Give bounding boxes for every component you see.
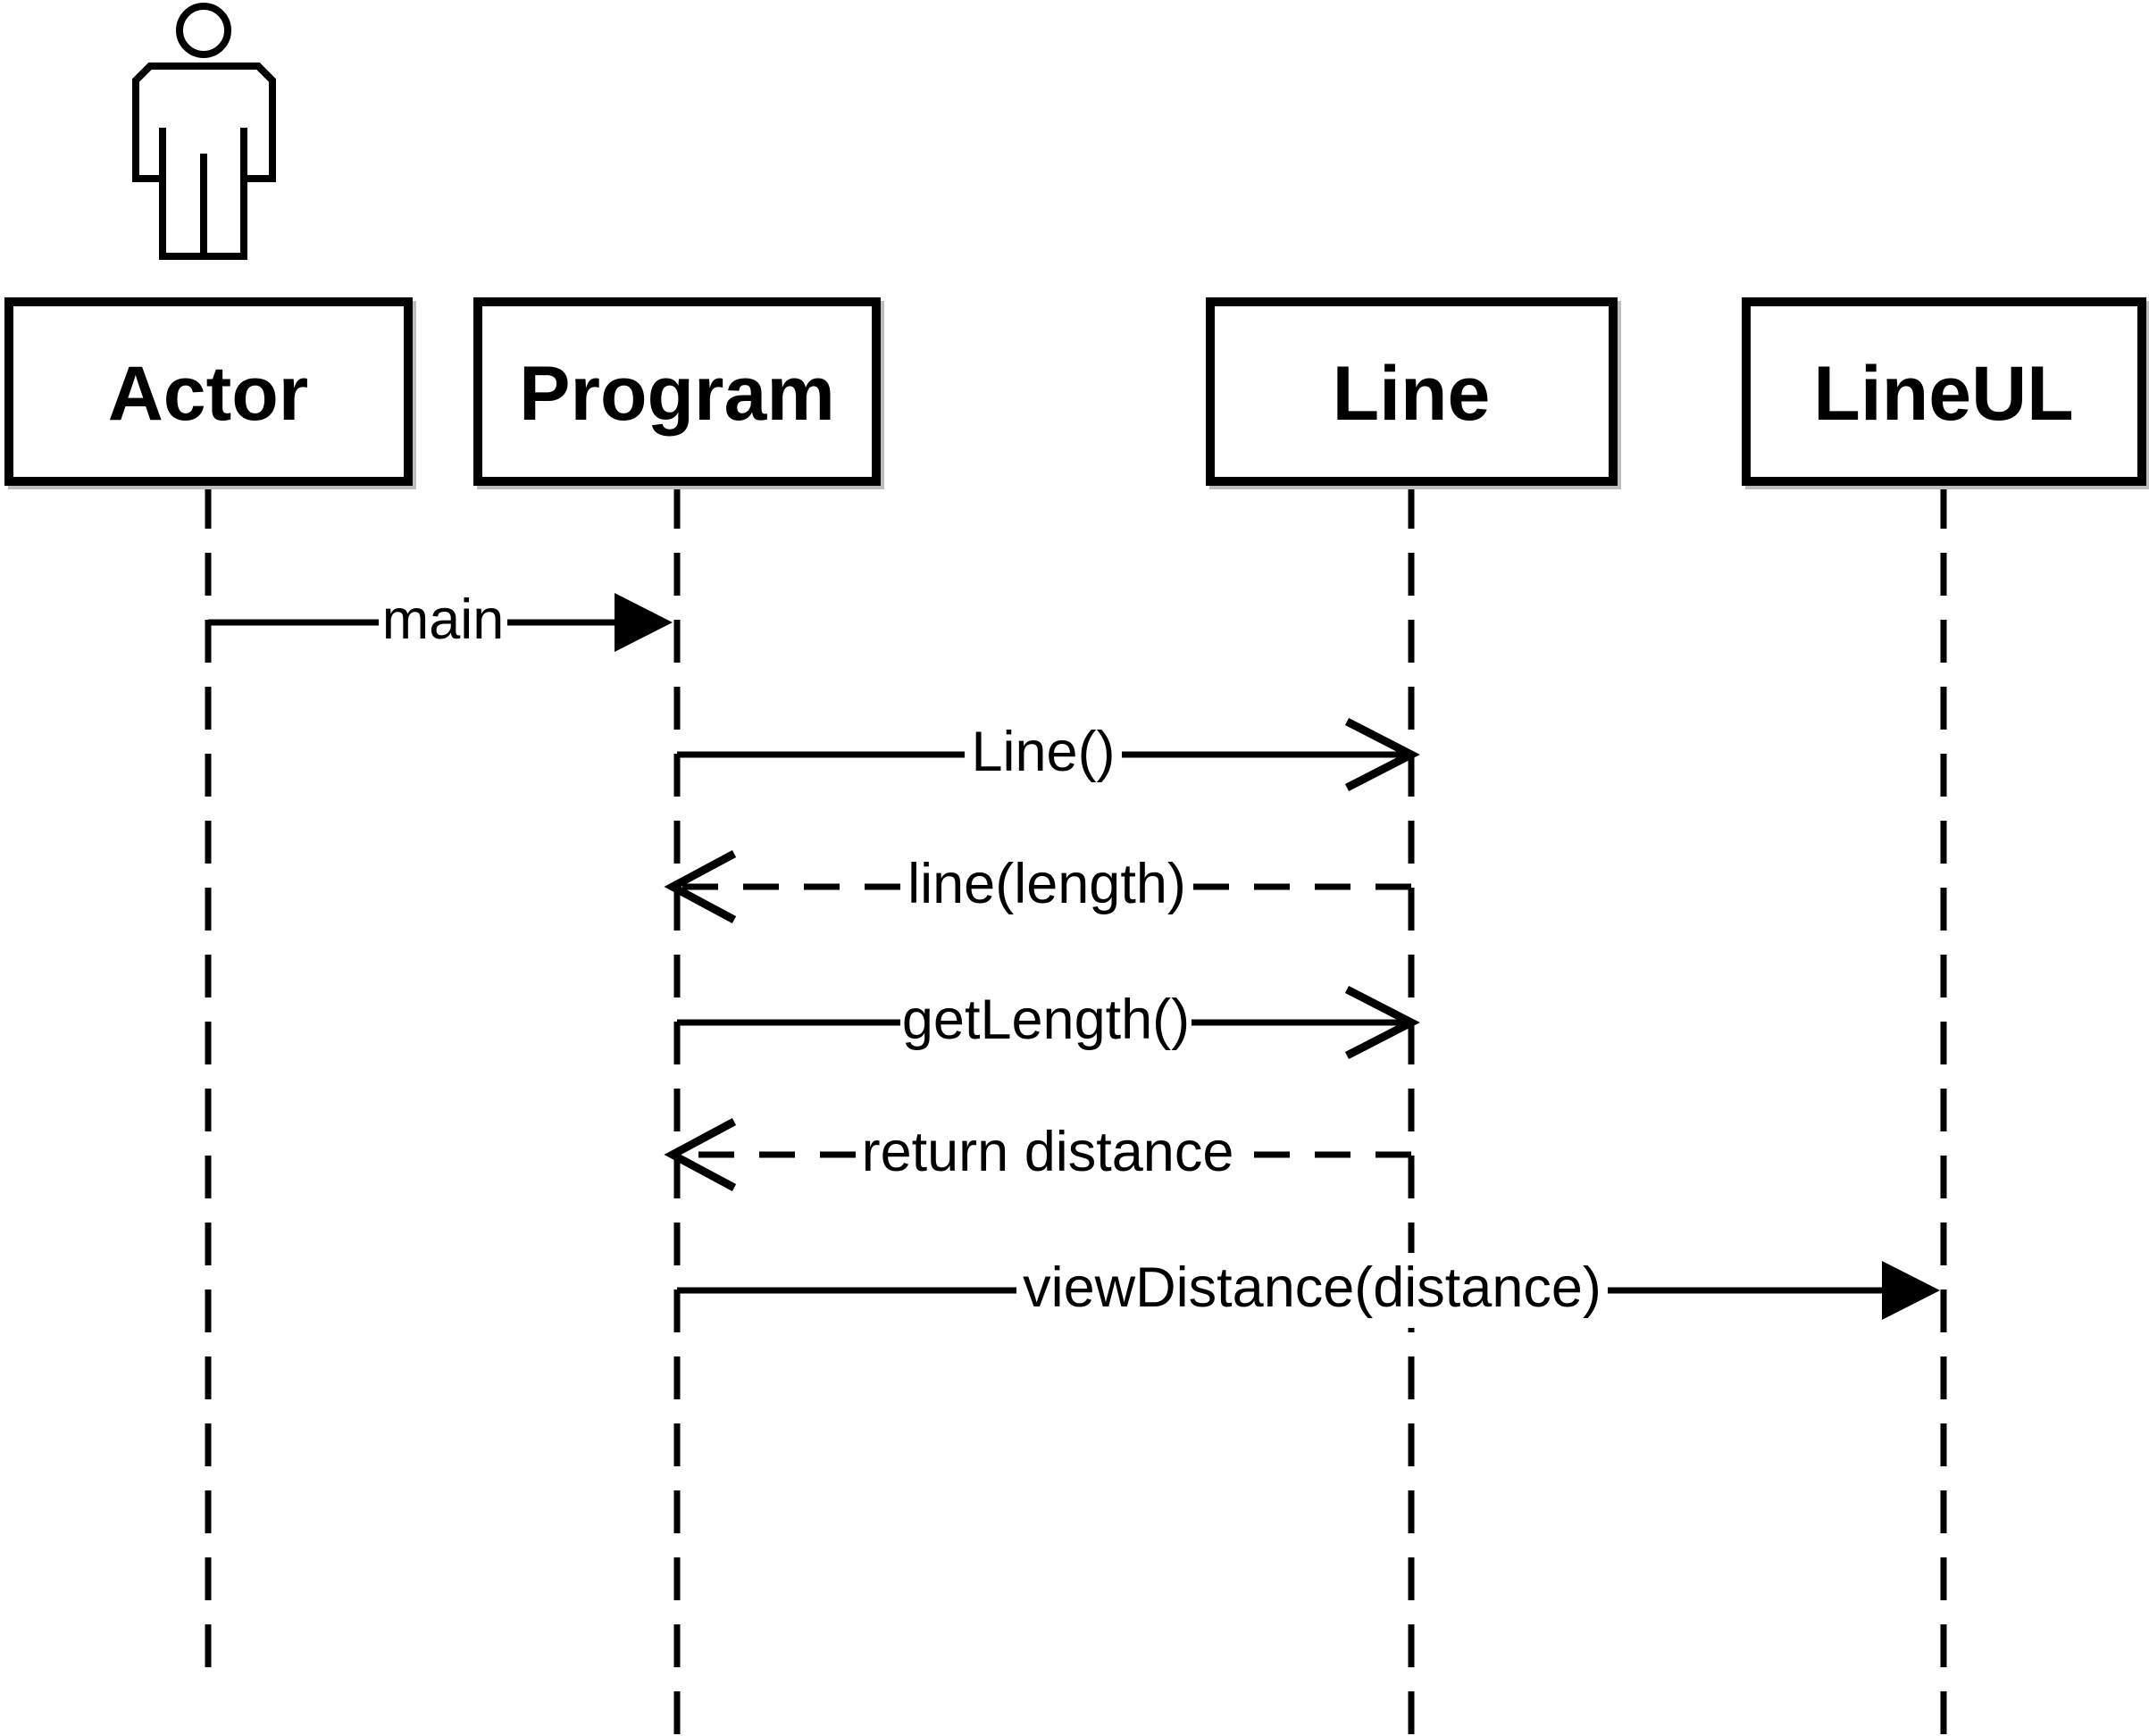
message-viewdistance: viewDistance(distance): [677, 1253, 1940, 1328]
participant-box-actor: Actor: [4, 297, 416, 489]
filled-arrowhead-icon: [1882, 1261, 1940, 1320]
participant-box-line: Line: [1206, 297, 1621, 489]
open-arrowhead-icon: [1344, 717, 1420, 792]
message-label: viewDistance(distance): [1023, 1256, 1601, 1319]
message-label: line(length): [907, 853, 1186, 915]
participant-label-line: Line: [1333, 351, 1491, 437]
message-main: main: [208, 585, 673, 660]
open-arrowhead-icon: [664, 850, 737, 923]
person-icon: [132, 3, 276, 260]
message-label: return distance: [862, 1121, 1234, 1183]
message-line-length: line(length): [664, 849, 1411, 924]
message-line-call: Line(): [677, 717, 1420, 792]
message-getlength: getLength(): [677, 985, 1420, 1060]
participant-label-lineul: LineUL: [1813, 351, 2073, 437]
participant-box-program: Program: [473, 297, 884, 489]
message-label: Line(): [971, 721, 1115, 783]
participant-label-program: Program: [519, 351, 835, 437]
participant-box-lineul: LineUL: [1742, 297, 2149, 489]
lifelines: [205, 486, 1947, 1736]
participant-label-actor: Actor: [108, 351, 309, 437]
message-label: getLength(): [902, 989, 1190, 1051]
open-arrowhead-icon: [1344, 985, 1420, 1060]
filled-arrowhead-icon: [615, 593, 673, 652]
message-label: main: [382, 588, 505, 651]
open-arrowhead-icon: [664, 1118, 737, 1191]
message-return-distance: return distance: [664, 1117, 1411, 1192]
